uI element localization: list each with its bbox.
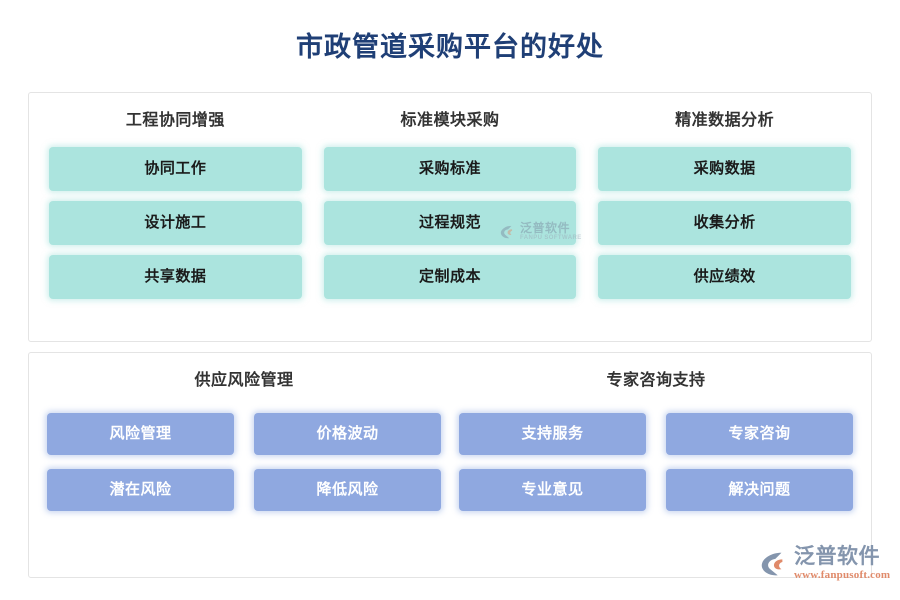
bottom-groups: 供应风险管理 风险管理 价格波动 潜在风险 降低风险 专家咨询支持 支持服务 专… bbox=[29, 353, 871, 577]
chip-item[interactable]: 过程规范 bbox=[323, 201, 577, 245]
chip-item[interactable]: 供应绩效 bbox=[598, 255, 852, 299]
chip-item[interactable]: 支持服务 bbox=[459, 413, 646, 455]
brand-name: 泛普软件 bbox=[794, 545, 880, 568]
column-engineering-collaboration: 工程协同增强 协同工作 设计施工 共享数据 bbox=[49, 111, 302, 325]
group-supply-risk-management: 供应风险管理 风险管理 价格波动 潜在风险 降低风险 bbox=[47, 371, 441, 561]
chip-item[interactable]: 收集分析 bbox=[598, 201, 852, 245]
fanpu-logo-icon bbox=[758, 549, 788, 579]
column-standard-module-procurement: 标准模块采购 采购标准 过程规范 定制成本 bbox=[323, 111, 577, 325]
chip-item[interactable]: 潜在风险 bbox=[47, 469, 234, 511]
page-title: 市政管道采购平台的好处 bbox=[296, 32, 604, 62]
benefits-card-top: 工程协同增强 协同工作 设计施工 共享数据 标准模块采购 采购标准 过程规范 定… bbox=[28, 92, 872, 342]
chip-item[interactable]: 定制成本 bbox=[323, 255, 577, 299]
top-columns: 工程协同增强 协同工作 设计施工 共享数据 标准模块采购 采购标准 过程规范 定… bbox=[29, 93, 871, 341]
group-heading: 专家咨询支持 bbox=[606, 372, 706, 389]
column-heading: 标准模块采购 bbox=[400, 112, 500, 129]
brand-logo: 泛普软件 www.fanpusoft.com bbox=[758, 546, 890, 581]
group-heading: 供应风险管理 bbox=[194, 372, 294, 389]
benefits-card-bottom: 供应风险管理 风险管理 价格波动 潜在风险 降低风险 专家咨询支持 支持服务 专… bbox=[28, 352, 872, 578]
chip-item[interactable]: 价格波动 bbox=[254, 413, 441, 455]
brand-text: 泛普软件 www.fanpusoft.com bbox=[794, 546, 890, 581]
chip-item[interactable]: 共享数据 bbox=[49, 255, 302, 299]
chip-item[interactable]: 解决问题 bbox=[666, 469, 853, 511]
column-items: 采购标准 过程规范 定制成本 bbox=[323, 147, 577, 299]
chip-item[interactable]: 专业意见 bbox=[459, 469, 646, 511]
group-items: 支持服务 专家咨询 专业意见 解决问题 bbox=[459, 413, 853, 511]
column-heading: 工程协同增强 bbox=[125, 112, 225, 129]
group-items: 风险管理 价格波动 潜在风险 降低风险 bbox=[47, 413, 441, 511]
chip-item[interactable]: 采购标准 bbox=[323, 147, 577, 191]
chip-item[interactable]: 风险管理 bbox=[47, 413, 234, 455]
brand-url: www.fanpusoft.com bbox=[794, 569, 891, 581]
column-precise-data-analysis: 精准数据分析 采购数据 收集分析 供应绩效 bbox=[598, 111, 852, 325]
chip-item[interactable]: 降低风险 bbox=[254, 469, 441, 511]
column-heading: 精准数据分析 bbox=[675, 112, 775, 129]
column-items: 协同工作 设计施工 共享数据 bbox=[49, 147, 302, 299]
chip-item[interactable]: 专家咨询 bbox=[666, 413, 853, 455]
chip-item[interactable]: 设计施工 bbox=[49, 201, 302, 245]
column-items: 采购数据 收集分析 供应绩效 bbox=[598, 147, 852, 299]
chip-item[interactable]: 协同工作 bbox=[49, 147, 302, 191]
chip-item[interactable]: 采购数据 bbox=[598, 147, 852, 191]
group-expert-consulting-support: 专家咨询支持 支持服务 专家咨询 专业意见 解决问题 bbox=[459, 371, 853, 561]
